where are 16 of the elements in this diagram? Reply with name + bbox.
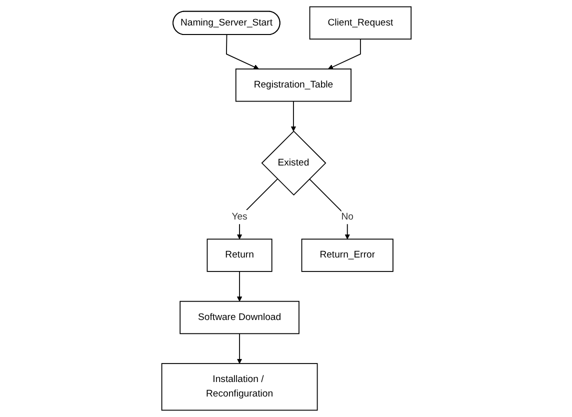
node-diamond: Existed [260, 130, 326, 196]
node-box: Software Download [179, 300, 299, 334]
node-box: Client_Request [308, 6, 412, 40]
node-box: Return_Error [300, 238, 393, 272]
arrow [236, 333, 242, 364]
edge-label: Yes [231, 212, 247, 222]
arrow [236, 178, 278, 240]
node-box: Return [206, 238, 272, 272]
arrow [308, 178, 350, 240]
arrow [328, 38, 360, 70]
edge-label: No [340, 212, 354, 222]
arrow [226, 34, 258, 70]
node-box: Installation / Reconfiguration [160, 363, 318, 411]
arrow [290, 100, 296, 132]
arrow [236, 271, 242, 302]
node-box: Registration_Table [234, 68, 352, 102]
